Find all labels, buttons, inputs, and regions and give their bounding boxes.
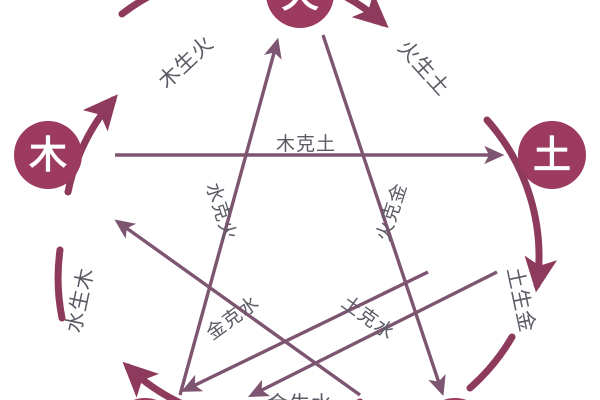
label-wood-generates-fire: 木生火 bbox=[154, 31, 219, 94]
overcoming-labels: 木克土 土克水 水克火 火克金 金克水 bbox=[201, 133, 411, 345]
generating-cycle-arrows bbox=[54, 0, 558, 400]
arrow-metal-generates-water bbox=[122, 361, 363, 400]
arrow-water-generates-wood bbox=[54, 246, 66, 322]
element-node-fire[interactable]: 火 bbox=[266, 0, 334, 28]
arrow-fire-overcomes-metal bbox=[321, 34, 446, 397]
arrow-fire-generates-earth bbox=[483, 116, 558, 293]
arrow-water-overcomes-fire bbox=[178, 37, 282, 396]
arrow-earth-generates-metal bbox=[466, 333, 516, 392]
element-node-earth[interactable]: 土 bbox=[518, 121, 586, 189]
arrow-wood-to-fire-upper bbox=[118, 0, 389, 29]
fire-node-circle[interactable] bbox=[266, 0, 334, 28]
arrow-metal-overcomes-water bbox=[114, 219, 361, 397]
fire-node-label: 火 bbox=[281, 0, 319, 16]
element-node-wood[interactable]: 木 bbox=[14, 121, 82, 189]
earth-node-circle[interactable] bbox=[518, 121, 586, 189]
label-water-generates-wood: 水生木 bbox=[61, 265, 98, 335]
label-wood-overcomes-earth: 木克土 bbox=[276, 133, 336, 155]
arrow-metal-overcomes-wood bbox=[181, 270, 429, 392]
generating-labels: 木生火 火生土 土生金 金生水 水生木 bbox=[61, 31, 539, 400]
arrow-earth-overcomes-water bbox=[248, 270, 498, 397]
arrow-wood-generates-fire bbox=[64, 94, 118, 196]
label-metal-generates-water: 金生水 bbox=[267, 392, 333, 400]
earth-node-label: 土 bbox=[533, 133, 571, 177]
overcoming-cycle-arrows bbox=[114, 34, 505, 397]
label-fire-overcomes-metal: 火克金 bbox=[372, 180, 411, 244]
wood-node-label: 木 bbox=[29, 133, 67, 177]
label-fire-generates-earth: 火生土 bbox=[393, 35, 455, 100]
wood-node-circle[interactable] bbox=[14, 121, 82, 189]
label-earth-generates-metal: 土生金 bbox=[502, 265, 539, 335]
